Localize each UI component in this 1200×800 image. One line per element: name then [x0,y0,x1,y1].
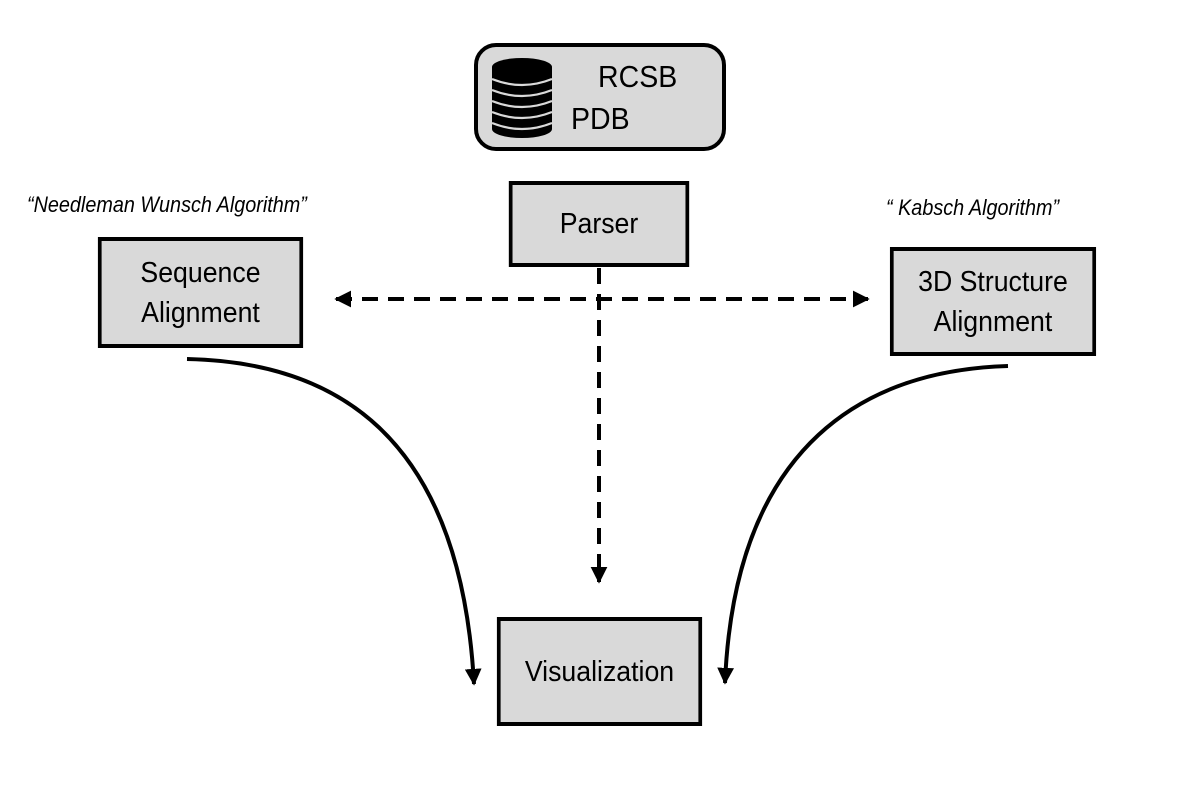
structure-method-annotation: “ Kabsch Algorithm” [886,195,1060,220]
visualization-node: Visualization [496,617,703,726]
database-name-line2: PDB [571,101,630,136]
parser-label: Parser [559,208,639,240]
sequence-alignment-label-line2: Alignment [141,296,260,329]
sequence-to-visualization-arrow [186,357,482,686]
rcsb-pdb-node: RCSB PDB [474,43,726,151]
structure-to-visualization-arrow [717,364,1009,685]
sequence-alignment-node: Sequence Alignment [97,237,304,348]
visualization-label: Visualization [524,655,675,688]
database-name-line1: RCSB [598,59,678,94]
database-icon [491,58,553,138]
structure-alignment-label-line1: 3D Structure [918,265,1068,298]
structure-alignment-label-line2: Alignment [933,305,1053,338]
structure-alignment-node: 3D Structure Alignment [889,247,1097,356]
sequence-method-annotation: “Needleman Wunsch Algorithm” [27,192,307,217]
sequence-alignment-label-line1: Sequence [140,256,261,289]
parser-node: Parser [508,181,690,267]
